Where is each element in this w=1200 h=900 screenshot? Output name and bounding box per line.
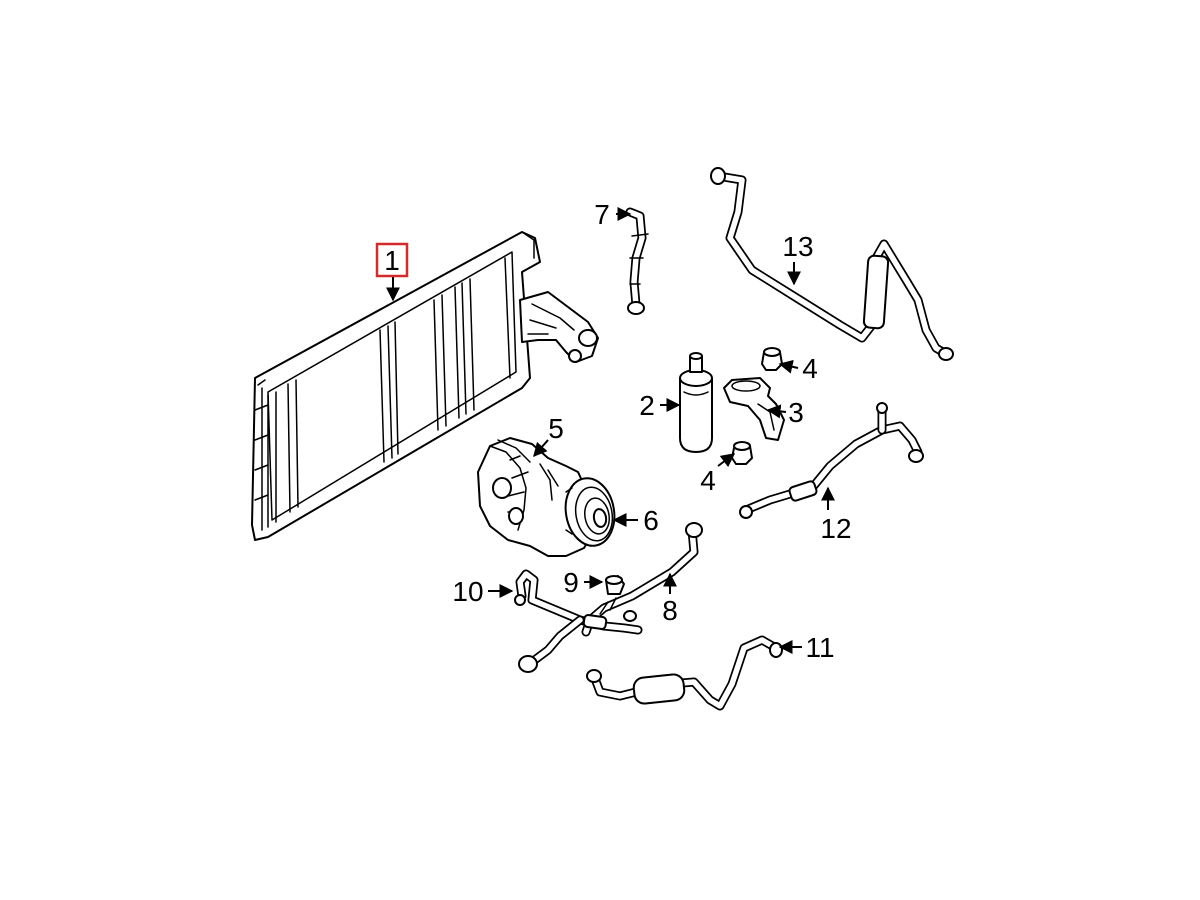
- callout-4-lower[interactable]: 4: [700, 465, 716, 496]
- leader-lines: [386, 207, 835, 654]
- callout-6[interactable]: 6: [643, 505, 659, 536]
- leader-3: [766, 404, 787, 419]
- leader-4a: [778, 359, 799, 374]
- clutch-pulley-part[interactable]: [560, 474, 619, 549]
- callout-4-upper[interactable]: 4: [802, 353, 818, 384]
- leader-5: [533, 439, 549, 458]
- hose-13-part[interactable]: [710, 167, 954, 361]
- callout-10[interactable]: 10: [452, 576, 483, 607]
- condenser-part[interactable]: [251, 231, 599, 541]
- callout-11[interactable]: 11: [805, 632, 834, 663]
- grommet-4-upper-part[interactable]: [761, 347, 783, 371]
- bracket-3-part[interactable]: [723, 377, 785, 441]
- leader-4b: [717, 453, 736, 468]
- callout-7[interactable]: 7: [594, 199, 610, 230]
- callout-13[interactable]: 13: [782, 231, 813, 262]
- callout-labels: 1 2 3 4 4 5 6 7 8 9 10 11 12 13: [375, 199, 852, 663]
- grommet-4-lower-part[interactable]: [731, 441, 753, 465]
- hose-7-part[interactable]: [625, 207, 649, 315]
- hose-12-part[interactable]: [739, 402, 924, 519]
- hose-10-part[interactable]: [514, 569, 643, 673]
- callout-3[interactable]: 3: [788, 397, 804, 428]
- receiver-drier-part[interactable]: [679, 352, 713, 453]
- callout-2[interactable]: 2: [639, 390, 655, 421]
- hose-11-part[interactable]: [586, 635, 783, 711]
- callout-1[interactable]: 1: [384, 245, 400, 276]
- callout-1-highlight-box: [375, 242, 409, 278]
- callout-12[interactable]: 12: [820, 513, 851, 544]
- cap-9-part[interactable]: [605, 575, 625, 595]
- callout-8[interactable]: 8: [662, 595, 678, 626]
- callout-5[interactable]: 5: [548, 413, 564, 444]
- callout-9[interactable]: 9: [563, 567, 579, 598]
